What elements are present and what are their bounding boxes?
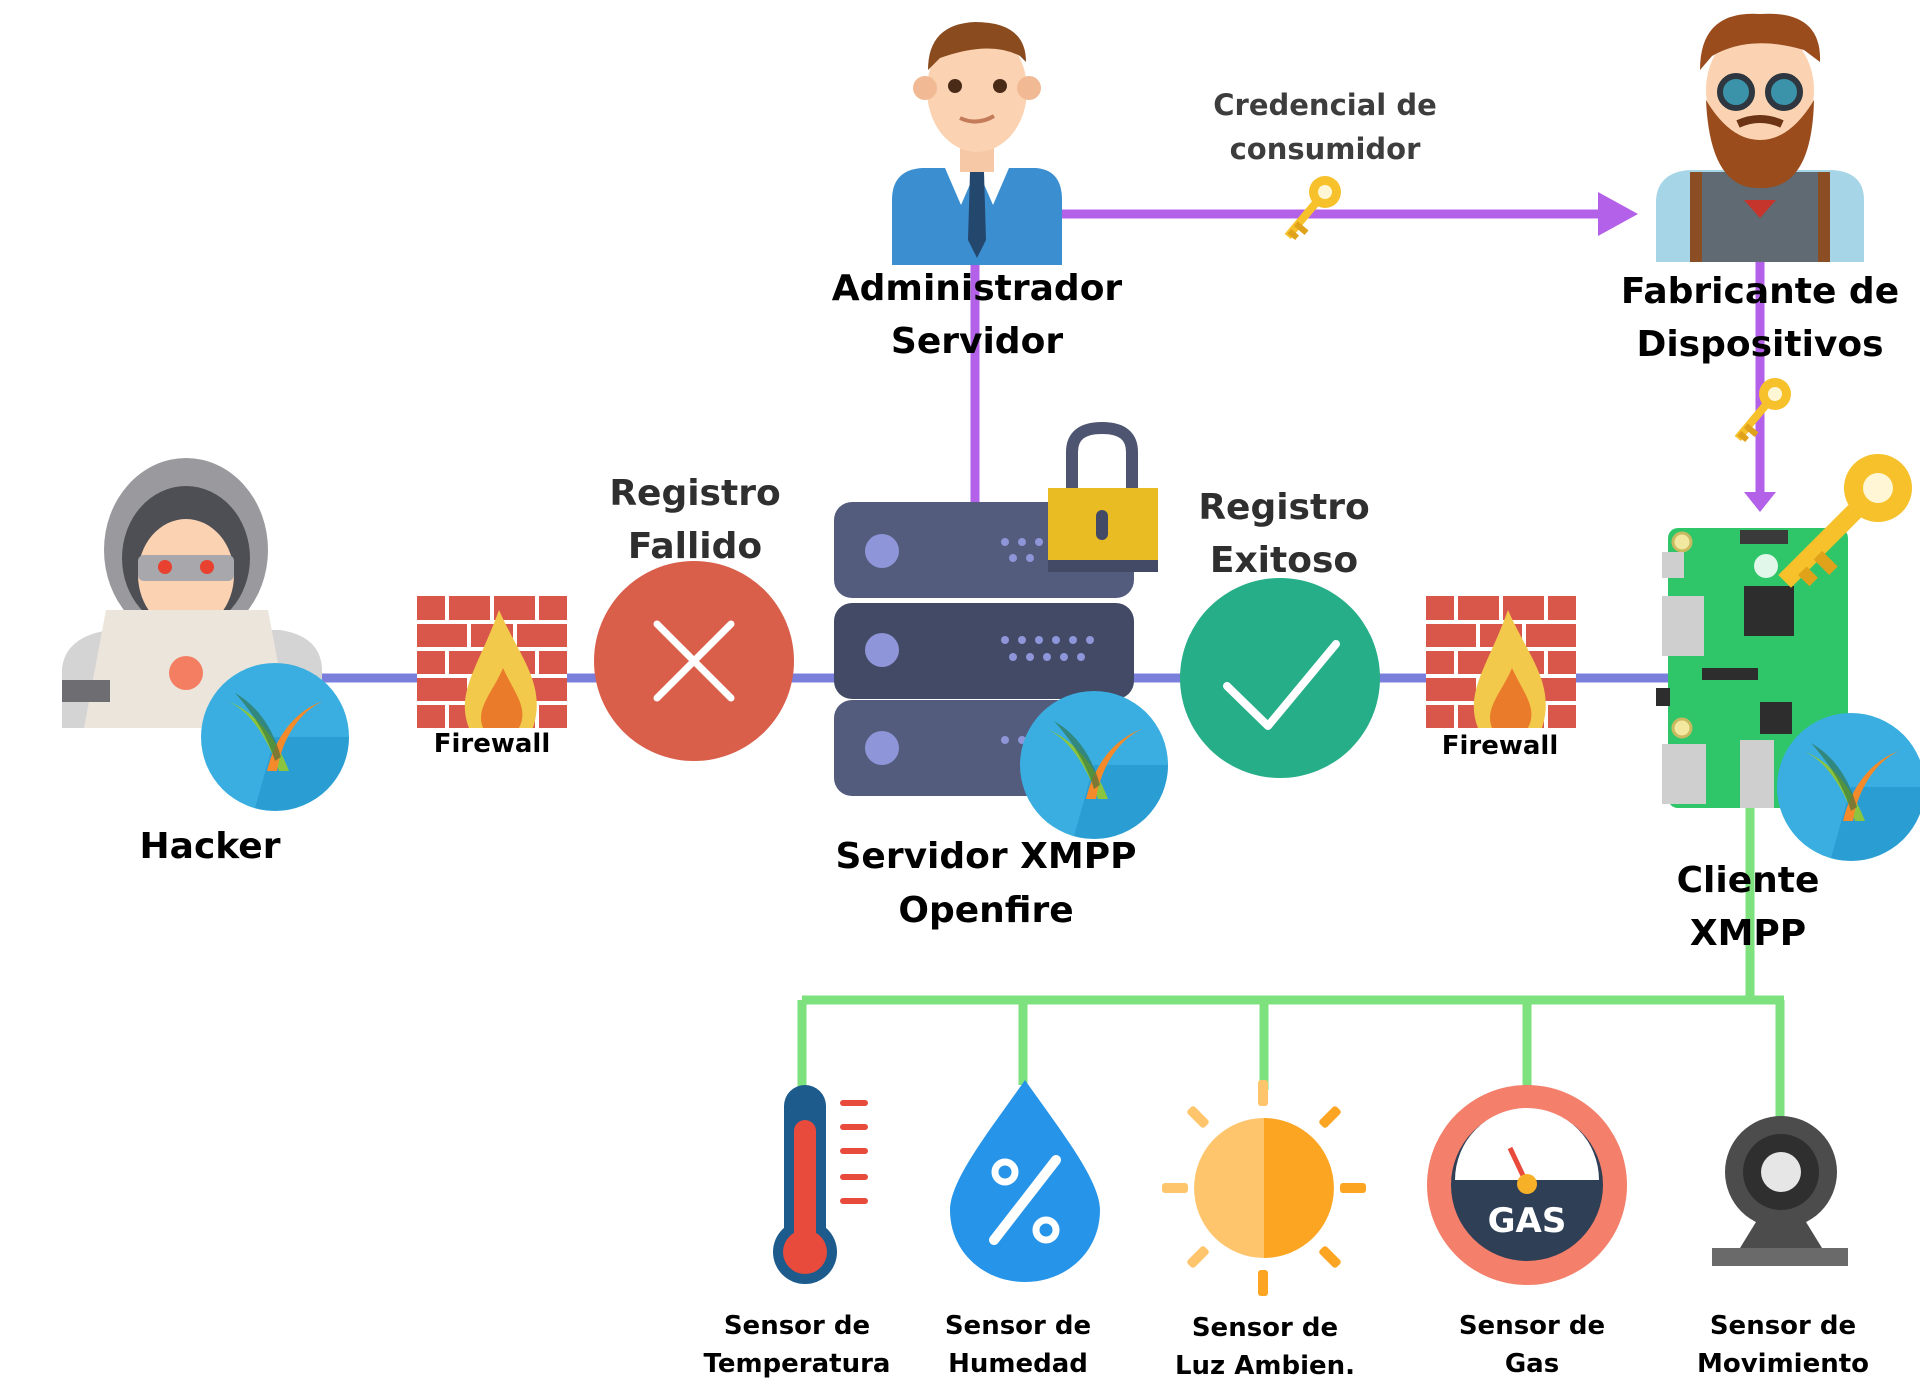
sensor-gas-line2: Gas bbox=[1505, 1349, 1559, 1379]
key-icon bbox=[1284, 176, 1341, 241]
client-xmpp-badge bbox=[1777, 713, 1920, 861]
server-label-line2: Openfire bbox=[898, 890, 1073, 931]
sensor-humidity-line1: Sensor de bbox=[945, 1311, 1091, 1341]
manufacturer-label-line1: Fabricante de bbox=[1621, 271, 1899, 312]
failed-x-icon bbox=[594, 561, 794, 761]
sensor-bus bbox=[797, 805, 1785, 1130]
humidity-drop-icon bbox=[950, 1080, 1100, 1282]
firewall-left-icon bbox=[415, 594, 569, 730]
hacker-xmpp-badge bbox=[201, 663, 349, 811]
sensor-temperature-line2: Temperatura bbox=[704, 1349, 891, 1379]
credential-arrowhead bbox=[1598, 192, 1638, 236]
firewall-right-label: Firewall bbox=[1442, 731, 1559, 761]
admin-label-line2: Servidor bbox=[891, 321, 1063, 362]
sun-icon bbox=[1162, 1080, 1366, 1296]
webcam-icon bbox=[1712, 1116, 1848, 1266]
failed-label-line1: Registro bbox=[609, 473, 780, 514]
credential-label-line1: Credencial de bbox=[1213, 88, 1437, 122]
hacker-label: Hacker bbox=[140, 826, 281, 867]
client-label-line2: XMPP bbox=[1690, 913, 1806, 954]
sensor-gas-line1: Sensor de bbox=[1459, 1311, 1605, 1341]
firewall-left-label: Firewall bbox=[434, 729, 551, 759]
client-label-line1: Cliente bbox=[1677, 860, 1820, 901]
credential-label-line2: consumidor bbox=[1230, 132, 1422, 166]
success-check-icon bbox=[1180, 578, 1380, 778]
sensor-motion-line2: Movimiento bbox=[1697, 1349, 1869, 1379]
server-xmpp-badge bbox=[1020, 691, 1168, 839]
sensor-motion-line1: Sensor de bbox=[1710, 1311, 1856, 1341]
failed-label-line2: Fallido bbox=[628, 526, 762, 567]
sensor-temperature-line1: Sensor de bbox=[724, 1311, 870, 1341]
success-label-line1: Registro bbox=[1198, 487, 1369, 528]
manufacturer-arrowhead bbox=[1744, 492, 1776, 512]
client-key-icon bbox=[1778, 454, 1912, 588]
sensor-light-line2: Luz Ambien. bbox=[1175, 1351, 1355, 1381]
manufacturer-label-line2: Dispositivos bbox=[1636, 324, 1883, 365]
manufacturer-icon bbox=[1656, 13, 1864, 262]
sensor-light-line1: Sensor de bbox=[1192, 1313, 1338, 1343]
server-label-line1: Servidor XMPP bbox=[835, 836, 1136, 877]
sensor-humidity-line2: Humedad bbox=[948, 1349, 1088, 1379]
gas-gauge-text: GAS bbox=[1488, 1201, 1567, 1241]
lock-icon bbox=[1048, 421, 1158, 572]
admin-label-line1: Administrador bbox=[832, 268, 1123, 309]
gas-gauge-icon: GAS bbox=[1427, 1085, 1627, 1285]
success-label-line2: Exitoso bbox=[1210, 540, 1358, 581]
firewall-right-icon bbox=[1424, 594, 1578, 730]
thermometer-icon bbox=[773, 1085, 868, 1284]
admin-icon bbox=[892, 22, 1062, 265]
